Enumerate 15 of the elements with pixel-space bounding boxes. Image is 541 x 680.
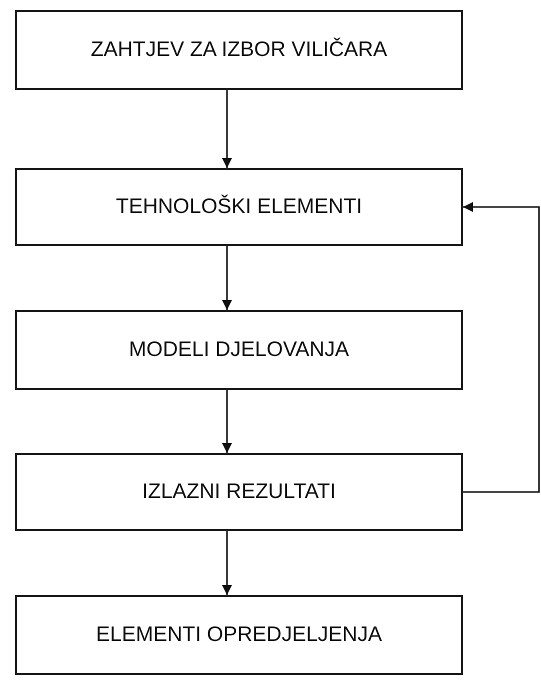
process-box xyxy=(15,168,463,246)
process-box xyxy=(15,10,463,90)
arrow xyxy=(222,531,232,595)
box-label: TEHNOLOŠKI ELEMENTI xyxy=(116,195,362,219)
box-label: MODELI DJELOVANJA xyxy=(128,338,350,362)
box-label: IZLAZNI REZULTATI xyxy=(142,480,336,504)
arrow xyxy=(222,390,232,453)
process-box xyxy=(15,310,463,390)
process-box xyxy=(15,453,463,531)
arrow xyxy=(222,246,232,310)
arrow xyxy=(222,90,232,168)
box-label: ELEMENTI OPREDJELJENJA xyxy=(96,623,382,647)
box-label: ZAHTJEV ZA IZBOR VILIČARA xyxy=(90,38,388,62)
process-box xyxy=(15,595,463,675)
arrow xyxy=(463,202,540,493)
